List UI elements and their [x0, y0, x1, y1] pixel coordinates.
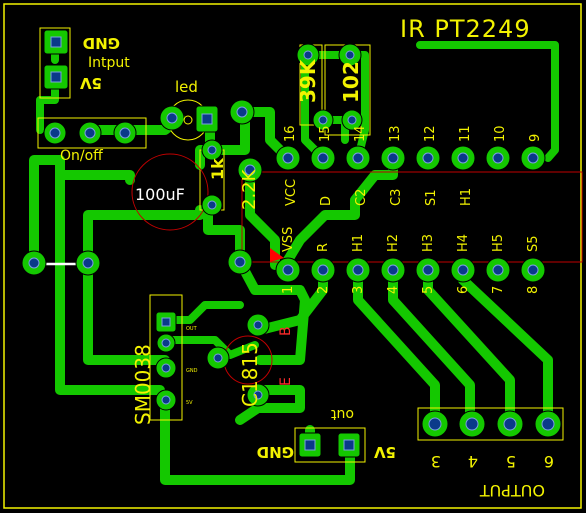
ic-drill-top: [492, 152, 504, 164]
ic-pin-number-top: 15: [318, 125, 333, 142]
ic-drill-bottom: [352, 264, 364, 276]
ic-drill-bottom: [492, 264, 504, 276]
pads: [21, 29, 562, 458]
c102-label: 102: [339, 61, 363, 103]
gnd-bottom-label: GND: [257, 443, 294, 461]
ic-pin-name-top: S1: [424, 189, 439, 206]
sm0038-pin-out: OUT: [186, 326, 198, 332]
ic-pin-name-bottom: H3: [421, 234, 436, 252]
led-polarity: [183, 115, 193, 125]
ic-pin-name-top: D: [319, 196, 334, 206]
output-pin-numbers: 3 4 5 6: [431, 452, 554, 471]
ic-drill-bottom: [422, 264, 434, 276]
ic-pin-number-bottom: 2: [316, 286, 331, 294]
ic-drill-bottom: [317, 264, 329, 276]
output-pin-number: 6: [544, 452, 554, 471]
ic-pin-name-top: H1: [459, 188, 474, 206]
copper-traces: [29, 38, 559, 485]
ic-pin-number-bottom: 3: [351, 286, 366, 294]
ic-pin-name-bottom: H4: [456, 234, 471, 252]
output-label: OUTPUT: [480, 481, 545, 500]
input-label: Intput: [88, 55, 130, 71]
ic-drill-top: [422, 152, 434, 164]
ic-pin-number-bottom: 8: [526, 286, 541, 294]
ic-pin-name-bottom: R: [316, 243, 331, 252]
led-label: led: [175, 78, 198, 96]
ic-pads: [275, 145, 546, 283]
ic-pin-name-bottom: H2: [386, 234, 401, 252]
ic-pin-name-bottom: H5: [491, 234, 506, 252]
trans-b-label: B: [278, 326, 294, 336]
trans-e-label: E: [278, 377, 294, 386]
ic-drill-top: [527, 152, 539, 164]
r22k-label: 2.2K: [239, 168, 260, 210]
ic-pin-number-bottom: 1: [281, 286, 296, 294]
board-title: IR PT2249: [400, 15, 531, 43]
ic-drill-bottom: [387, 264, 399, 276]
ic-pin1-marker: [270, 248, 284, 262]
ic-drill-bottom: [527, 264, 539, 276]
ic-drill-top: [457, 152, 469, 164]
sm0038-pin-gnd: GND: [186, 368, 198, 374]
ic-pin-name-top: C3: [389, 189, 404, 206]
gnd-top-label: GND: [83, 34, 120, 52]
ic-pin-number-top: 10: [493, 125, 508, 142]
ic-pin-number-bottom: 6: [456, 286, 471, 294]
ic-pin-name-bottom: VSS: [281, 227, 296, 252]
v5-top-label: 5V: [80, 74, 102, 92]
r39k-label: 39K: [296, 58, 320, 103]
ic-pin-number-top: 13: [388, 125, 403, 142]
output-pin-number: 3: [431, 452, 441, 471]
cap-label: 100uF: [135, 185, 185, 204]
ic-pin-name-top: VCC: [284, 179, 299, 206]
ic-pin-number-bottom: 4: [386, 286, 401, 294]
ic-drill-top: [352, 152, 364, 164]
ic-pin-name-bottom: S5: [526, 235, 541, 252]
output-pin-number: 4: [468, 452, 478, 471]
board-outline: [3, 3, 582, 509]
out-label: out: [331, 406, 354, 422]
ic-drill-top: [317, 152, 329, 164]
ic-drill-bottom: [282, 264, 294, 276]
ic-pin-number-top: 16: [283, 125, 298, 142]
onoff-label: On/off: [60, 148, 103, 164]
r1k-label: 1k: [208, 158, 227, 180]
ic-drill-top: [387, 152, 399, 164]
sm0038-pin-5v: 5V: [186, 400, 193, 406]
ic-pin-number-bottom: 5: [421, 286, 436, 294]
ic-drill-bottom: [457, 264, 469, 276]
output-pin-number: 5: [506, 452, 516, 471]
ic-pin-number-bottom: 7: [491, 286, 506, 294]
ic-pin-name-top: C2: [354, 189, 369, 206]
ic-pin-name-bottom: H1: [351, 234, 366, 252]
ic-drill-top: [282, 152, 294, 164]
ic-pin-number-top: 12: [423, 125, 438, 142]
ic-pin-number-top: 11: [458, 125, 473, 142]
v5-bottom-label: 5V: [374, 443, 396, 461]
c1815-label: C1815: [238, 342, 262, 407]
ic-pin-number-top: 9: [528, 134, 543, 142]
sm0038-label: SM0038: [131, 344, 155, 425]
ic-pin-number-top: 14: [353, 125, 368, 142]
